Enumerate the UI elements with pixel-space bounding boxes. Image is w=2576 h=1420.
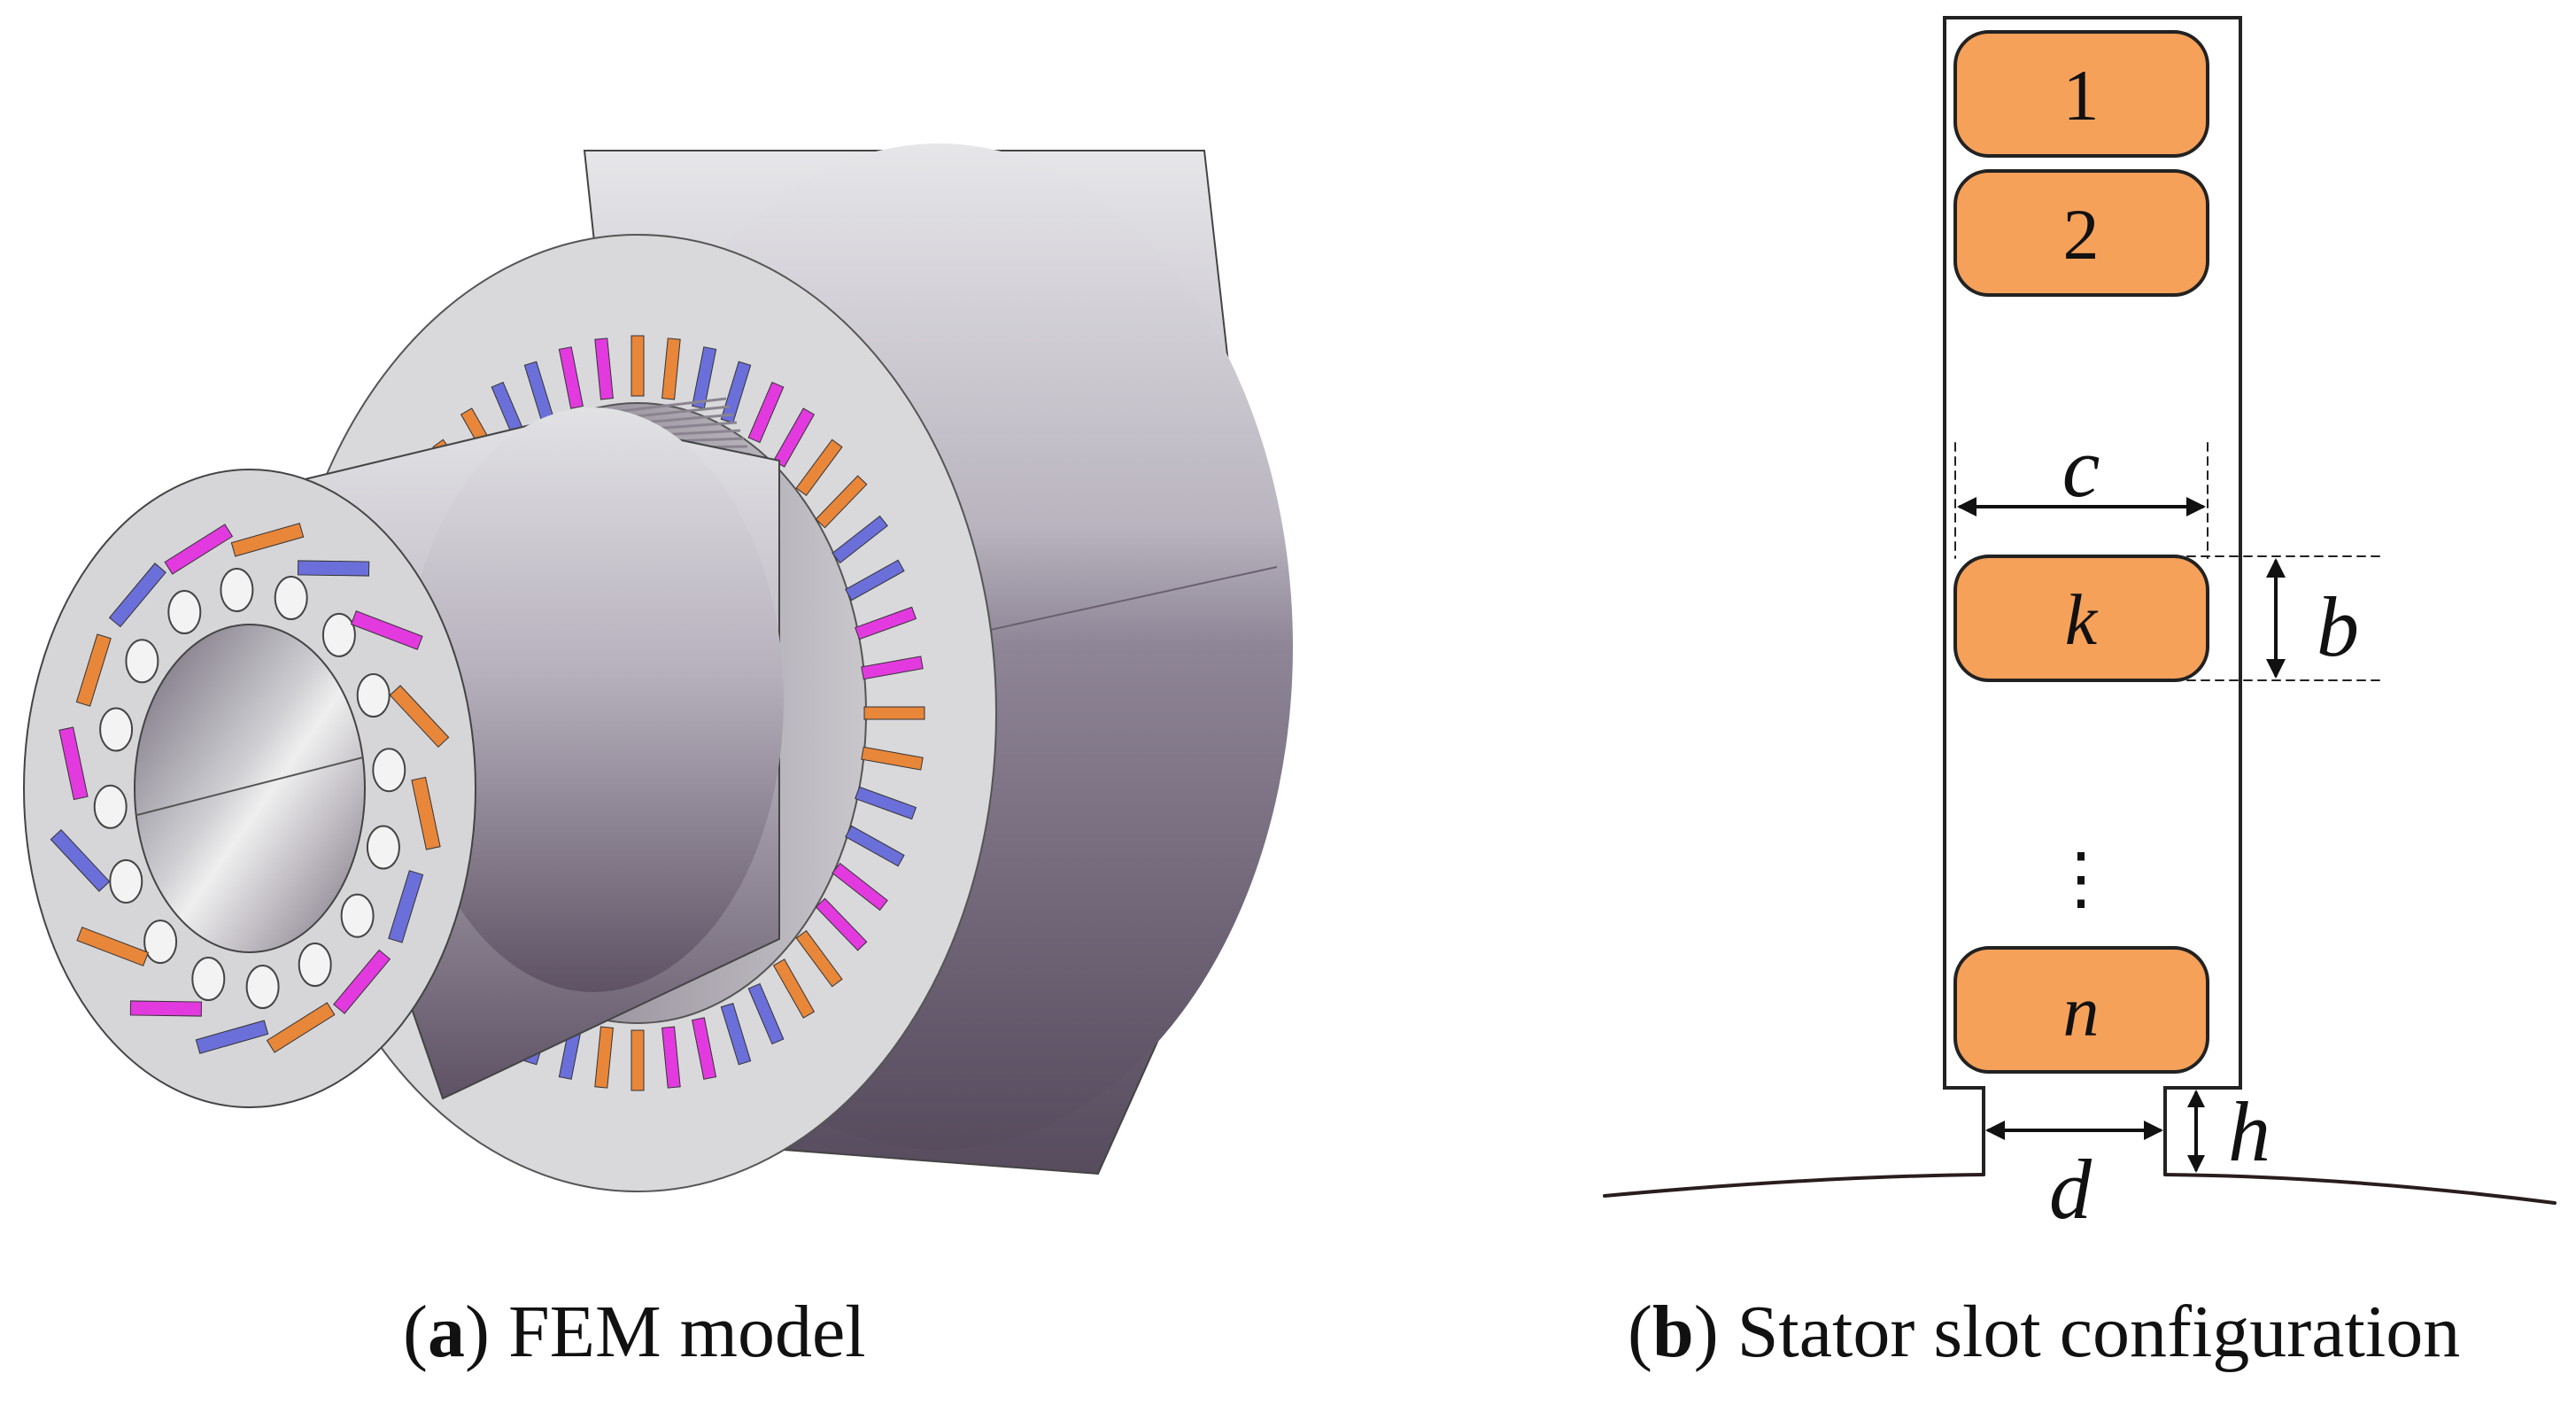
- rotor-cavity: [125, 639, 159, 684]
- conductor-2-label: 2: [2063, 194, 2100, 275]
- dimension-b-label: b: [2317, 579, 2359, 674]
- caption-b: (b) Stator slot configuration: [1628, 1291, 2461, 1373]
- rotor-magnet: [195, 1020, 269, 1054]
- stator-coil: [630, 1029, 645, 1091]
- rotor-cavity: [356, 673, 391, 718]
- rotor-magnet: [389, 685, 450, 749]
- rotor-cavity: [220, 568, 254, 612]
- rotor-magnets: [50, 523, 450, 1054]
- rotor-surface-arc: [1603, 1173, 2557, 1205]
- stator-slot-diagram: 1 2 k ⋮ n c b: [1603, 16, 2557, 1237]
- stator-coil: [661, 338, 681, 400]
- rotor-cavity: [366, 825, 400, 870]
- stator-coil: [832, 515, 888, 564]
- rotor-cavity: [143, 920, 178, 965]
- dimension-c-label: c: [2062, 420, 2100, 515]
- stator-coil: [795, 438, 843, 496]
- stator-coil: [795, 930, 843, 988]
- rotor-magnet: [388, 870, 424, 943]
- shaft-bore: [134, 624, 366, 953]
- rotor-magnet: [75, 633, 112, 707]
- rotor-magnet: [266, 1002, 336, 1053]
- rotor-magnet: [350, 610, 423, 650]
- conductor-k: [1953, 555, 2209, 682]
- conductor-n-label: n: [2063, 971, 2100, 1051]
- stator-coil: [855, 606, 917, 640]
- rotor-cavity: [372, 748, 406, 793]
- stator-coil: [558, 346, 584, 409]
- dimension-d-label: d: [2049, 1142, 2093, 1237]
- stator-coil: [630, 335, 645, 397]
- stator-coil: [772, 958, 816, 1019]
- stator-coil: [855, 786, 917, 820]
- stator-coil: [692, 1017, 717, 1080]
- rotor-magnet: [50, 828, 111, 892]
- dimension-c: c: [1954, 420, 2209, 559]
- conductor-1: [1953, 30, 2209, 158]
- dimension-h-label: h: [2228, 1084, 2270, 1179]
- rotor-cavity: [167, 590, 202, 634]
- conductor-k-label: k: [2065, 579, 2099, 660]
- caption-a-text: FEM model: [507, 1291, 866, 1373]
- caption-b-letter: b: [1652, 1291, 1694, 1373]
- rotor-cavity: [99, 707, 134, 752]
- rotor-magnet: [297, 560, 370, 577]
- stator-coil: [863, 706, 925, 720]
- rotor-cavity: [191, 957, 226, 1001]
- rotor-magnet: [230, 523, 305, 557]
- rotor-cavity: [109, 859, 143, 904]
- rotor-cavity: [321, 612, 356, 657]
- dimension-b: b: [2186, 555, 2383, 681]
- stator-coil: [861, 746, 924, 771]
- rotor-cavity: [93, 784, 128, 829]
- rotor-magnet: [411, 776, 441, 850]
- rotor-magnet: [108, 563, 166, 628]
- rotor-magnet: [164, 524, 234, 575]
- stator-coil: [845, 825, 905, 867]
- stator-coil: [861, 656, 924, 680]
- stator-coil: [815, 475, 868, 529]
- stator-coil: [832, 862, 888, 912]
- stator-coil: [661, 1026, 681, 1089]
- stator-coil: [747, 381, 785, 444]
- stator-coil: [747, 982, 785, 1045]
- stator-coil: [845, 559, 905, 601]
- stator-coil: [594, 1026, 614, 1089]
- fem-model-illustration: [23, 144, 1293, 1192]
- rotor-cavity: [340, 893, 375, 938]
- rotor-magnet: [129, 1000, 203, 1017]
- caption-a-letter: a: [427, 1291, 465, 1373]
- stator-coil: [692, 346, 717, 409]
- conductor-n: [1953, 946, 2209, 1074]
- rotor-magnet: [58, 726, 89, 801]
- stator-coil: [594, 338, 614, 400]
- conductor-1-label: 1: [2063, 55, 2100, 136]
- caption-b-text: Stator slot configuration: [1737, 1291, 2461, 1373]
- dimension-h: h: [2163, 1084, 2270, 1179]
- caption-a: (a) FEM model: [403, 1291, 866, 1373]
- conductor-ellipsis: ⋮: [2046, 840, 2116, 917]
- rotor-cavity: [245, 965, 280, 1009]
- stator-coils: [350, 335, 925, 1091]
- stator-coil: [815, 897, 868, 951]
- conductor-2: [1953, 169, 2209, 297]
- rotor-cavity: [298, 943, 332, 987]
- stator-coil: [720, 1003, 752, 1066]
- rotor-magnet: [333, 949, 391, 1014]
- rotor-cavity: [274, 576, 308, 620]
- rotor-magnet: [76, 927, 150, 966]
- rotor-back-end: [403, 407, 784, 992]
- dimension-d: d: [1985, 1121, 2163, 1237]
